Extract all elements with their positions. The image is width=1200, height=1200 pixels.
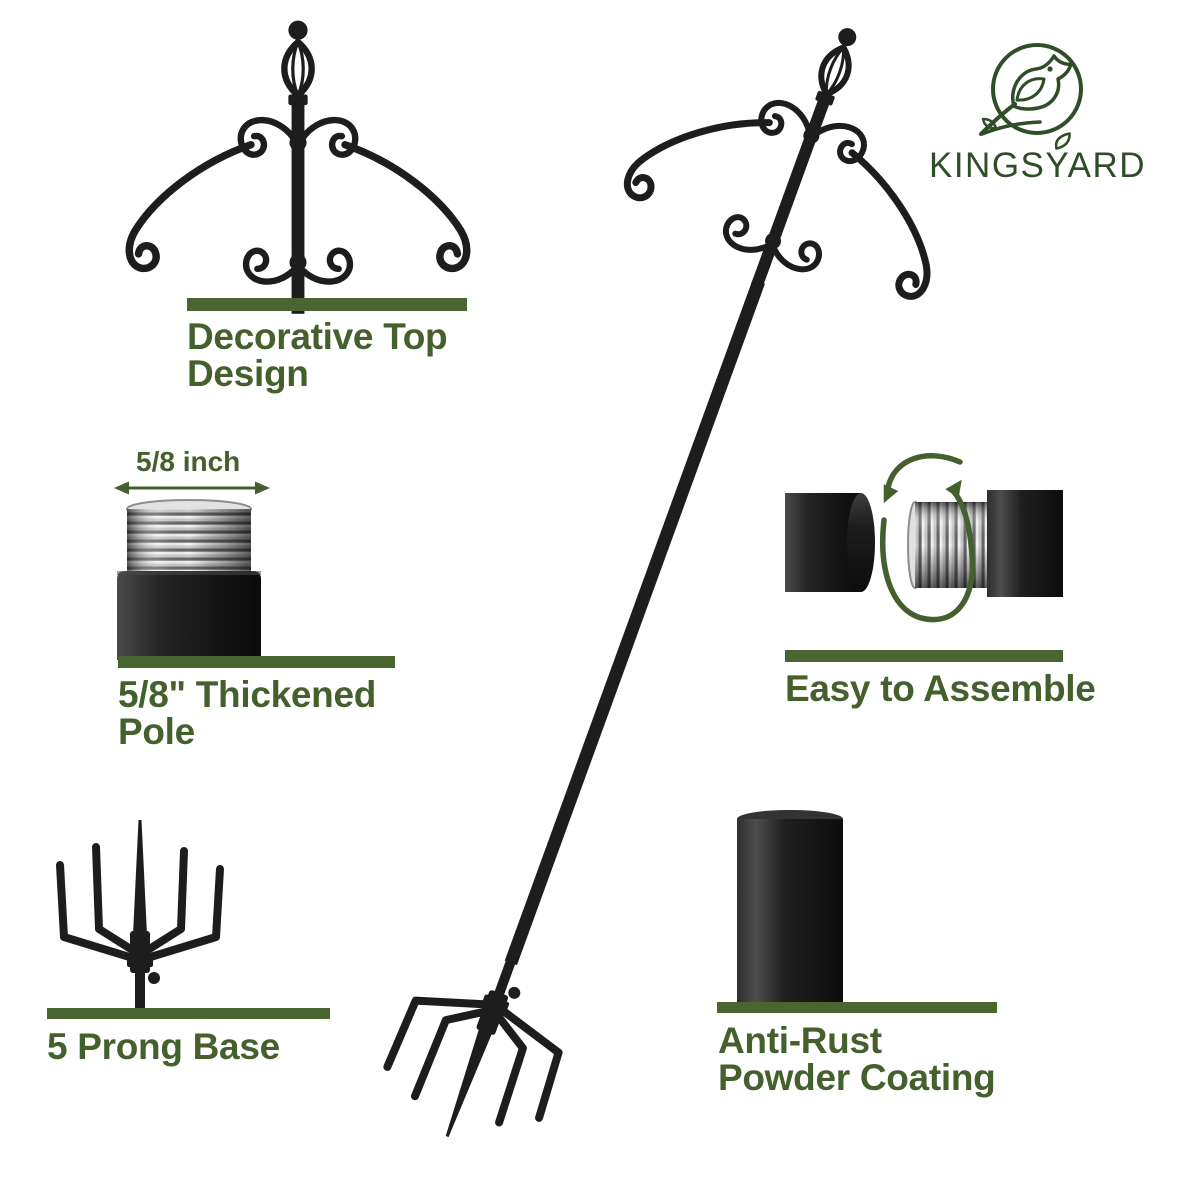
decorative-top-illustration — [84, 14, 512, 314]
dimension-arrow — [114, 481, 270, 495]
divider-bar — [118, 656, 395, 668]
title-line: Easy to Assemble — [785, 668, 1096, 709]
divider-bar — [717, 1002, 997, 1013]
feature-title-prong-base: 5 Prong Base — [47, 1028, 280, 1065]
title-line: Anti-Rust — [718, 1020, 882, 1061]
powder-coated-pole-photo — [737, 810, 843, 1004]
threaded-pole-photo — [117, 499, 261, 660]
feature-title-decorative-top: Decorative Top Design — [187, 316, 448, 394]
title-line: 5 Prong Base — [47, 1026, 280, 1067]
title-line: Design — [187, 353, 309, 394]
title-line: Powder Coating — [718, 1057, 996, 1098]
divider-bar — [47, 1008, 330, 1019]
bird-in-circle-logo — [979, 43, 1083, 136]
title-line: Pole — [118, 711, 195, 752]
five-prong-base-illustration — [20, 805, 260, 1015]
leaf-icon — [1054, 132, 1071, 150]
pole-joint-assembly-photo — [785, 453, 1063, 623]
brand-wordmark: KINGSYARD — [928, 146, 1147, 185]
feature-title-anti-rust: Anti-Rust Powder Coating — [718, 1020, 996, 1098]
title-line: 5/8" Thickened — [118, 674, 377, 715]
dimension-label: 5/8 inch — [136, 446, 241, 477]
title-line: Decorative Top — [187, 316, 448, 357]
feature-title-easy-assemble: Easy to Assemble — [785, 670, 1096, 707]
divider-bar — [187, 298, 467, 311]
divider-bar — [785, 650, 1063, 662]
feature-title-thickened-pole: 5/8" Thickened Pole — [118, 676, 376, 750]
